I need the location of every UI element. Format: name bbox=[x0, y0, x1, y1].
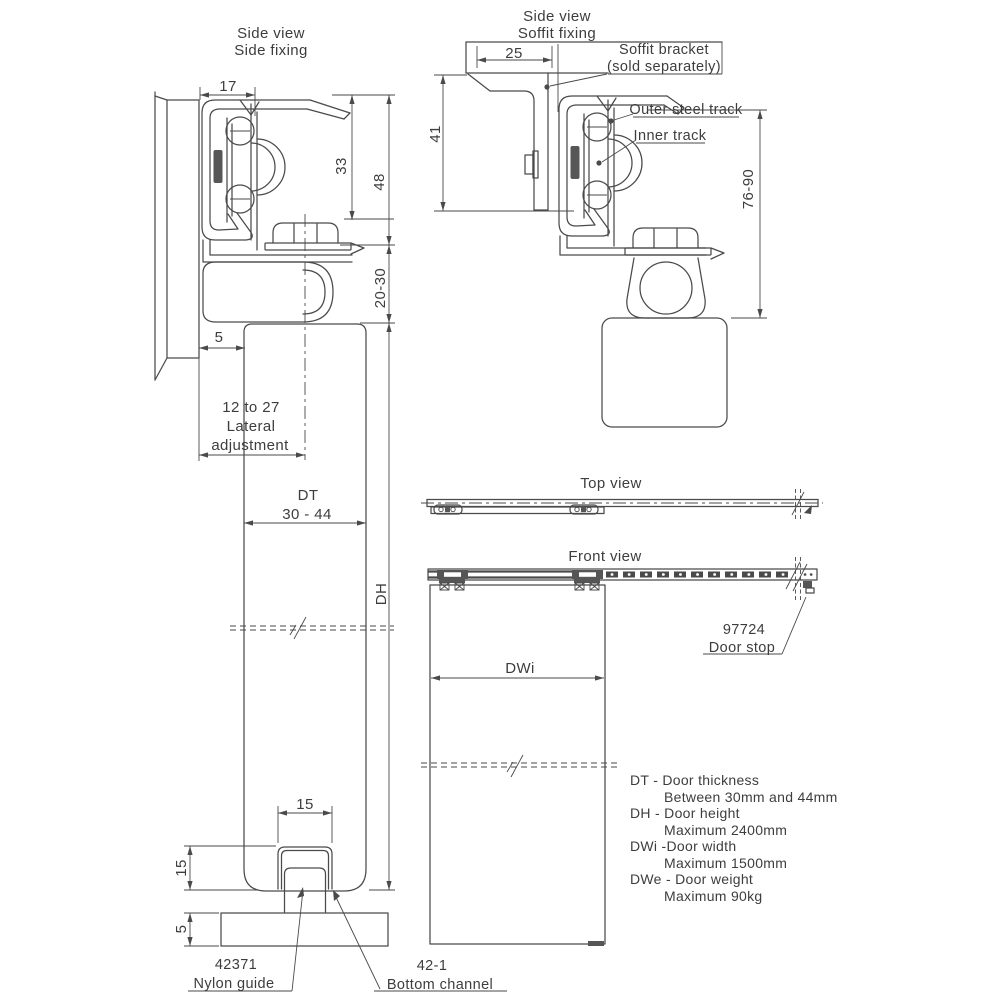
dim-dh-label: DH bbox=[373, 583, 390, 605]
soffit-bracket-callout-1: Soffit bracket bbox=[619, 42, 709, 58]
dim-17: 17 bbox=[219, 78, 237, 95]
bottom-channel-label: Bottom channel bbox=[387, 977, 493, 993]
side-view-title-1: Side view bbox=[237, 25, 305, 42]
legend-detail: Between 30mm and 44mm bbox=[664, 788, 838, 805]
soffit-fixing-drawing bbox=[466, 42, 727, 427]
nylon-guide-code: 42371 bbox=[215, 957, 257, 973]
dim-dt-range: 30 - 44 bbox=[282, 506, 332, 523]
dim-dwi-label: DWi bbox=[505, 660, 535, 677]
side-fixing-dimensions bbox=[184, 87, 507, 991]
legend-detail: Maximum 2400mm bbox=[664, 821, 788, 838]
dim-5-plate: 5 bbox=[173, 925, 190, 934]
front-view-title: Front view bbox=[568, 548, 641, 565]
nylon-guide-label: Nylon guide bbox=[194, 976, 275, 992]
dim-20-30: 20-30 bbox=[372, 268, 389, 308]
legend-item: DWe - Door weight Maximum 90kg bbox=[630, 871, 838, 904]
drawing-labels: Side view Side fixing 17 33 48 20-30 5 1… bbox=[173, 8, 775, 993]
dim-15-width: 15 bbox=[296, 796, 314, 813]
legend-term: DWi -Door width bbox=[630, 838, 737, 854]
dim-33: 33 bbox=[333, 157, 350, 175]
legend-detail: Maximum 1500mm bbox=[664, 854, 788, 871]
door-stop-code: 97724 bbox=[723, 622, 765, 638]
side-fixing-drawing bbox=[155, 92, 394, 946]
soffit-view-title-2: Soffit fixing bbox=[518, 25, 596, 42]
legend-detail: Maximum 90kg bbox=[664, 887, 763, 904]
front-view-dimensions bbox=[431, 597, 806, 681]
lateral-adjustment-1: 12 to 27 bbox=[222, 399, 279, 416]
dim-5-wall: 5 bbox=[215, 329, 224, 346]
dim-48: 48 bbox=[371, 173, 388, 191]
inner-track-callout: Inner track bbox=[634, 128, 707, 144]
soffit-view-title-1: Side view bbox=[523, 8, 591, 25]
bottom-channel-code: 42-1 bbox=[417, 958, 448, 974]
legend-item: DH - Door height Maximum 2400mm bbox=[630, 805, 838, 838]
top-view-drawing bbox=[421, 489, 823, 519]
legend: DT - Door thickness Between 30mm and 44m… bbox=[630, 772, 838, 904]
lateral-adjustment-3: adjustment bbox=[211, 437, 289, 454]
legend-term: DT - Door thickness bbox=[630, 772, 760, 788]
top-view-title: Top view bbox=[580, 475, 642, 492]
soffit-bracket-callout-2: (sold separately) bbox=[607, 59, 721, 75]
lateral-adjustment-2: Lateral bbox=[227, 418, 276, 435]
legend-term: DH - Door height bbox=[630, 805, 740, 821]
legend-term: DWe - Door weight bbox=[630, 871, 754, 887]
door-stop-label: Door stop bbox=[709, 640, 775, 656]
dim-25: 25 bbox=[505, 45, 523, 62]
legend-item: DT - Door thickness Between 30mm and 44m… bbox=[630, 772, 838, 805]
dim-76-90: 76-90 bbox=[740, 169, 757, 209]
side-view-title-2: Side fixing bbox=[234, 42, 308, 59]
dim-dt-label: DT bbox=[298, 487, 319, 504]
soffit-fixing-dimensions bbox=[434, 44, 767, 318]
outer-track-callout: Outer steel track bbox=[629, 102, 743, 118]
dim-15-height: 15 bbox=[173, 859, 190, 877]
front-view-drawing bbox=[421, 557, 817, 946]
dim-41: 41 bbox=[427, 125, 444, 143]
legend-item: DWi -Door width Maximum 1500mm bbox=[630, 838, 838, 871]
